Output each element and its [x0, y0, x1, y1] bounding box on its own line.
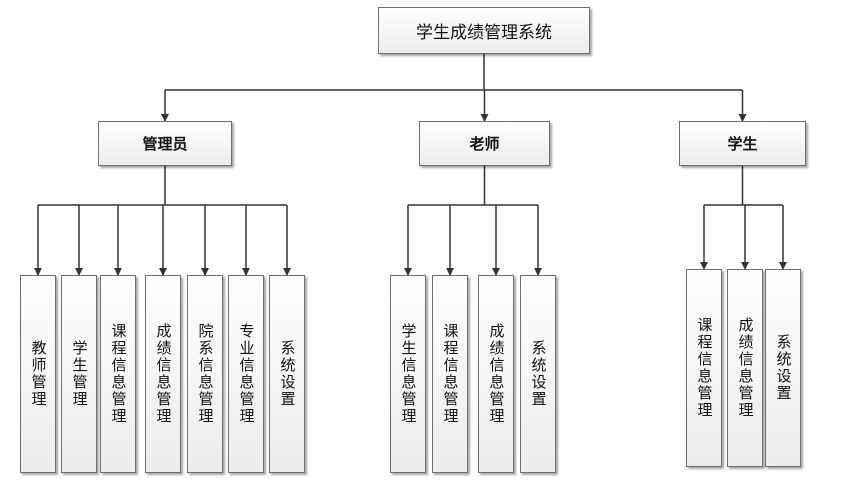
module-box: 课程信息管理 — [686, 269, 722, 467]
module-box: 院系信息管理 — [187, 275, 223, 473]
module-box: 课程信息管理 — [100, 275, 136, 473]
module-label: 系统设置 — [529, 340, 548, 408]
module-label: 学生管理 — [70, 340, 89, 408]
module-box: 成绩信息管理 — [727, 269, 763, 467]
module-box: 系统设置 — [520, 275, 556, 473]
module-label: 系统设置 — [774, 334, 793, 402]
module-label: 专业信息管理 — [237, 323, 256, 425]
role-label-admin: 管理员 — [142, 135, 188, 153]
role-label-student: 学生 — [727, 135, 758, 153]
role-box-teacher: 老师 — [419, 121, 550, 166]
module-label: 教师管理 — [29, 340, 48, 408]
module-label: 院系信息管理 — [196, 323, 215, 425]
module-box: 专业信息管理 — [228, 275, 264, 473]
module-label: 课程信息管理 — [441, 323, 460, 425]
module-box: 学生管理 — [61, 275, 97, 473]
module-label: 系统设置 — [278, 340, 297, 408]
module-box: 课程信息管理 — [432, 275, 468, 473]
module-box: 教师管理 — [20, 275, 56, 473]
module-label: 成绩信息管理 — [487, 323, 506, 425]
module-box: 成绩信息管理 — [478, 275, 514, 473]
module-box: 成绩信息管理 — [145, 275, 181, 473]
role-box-admin: 管理员 — [98, 121, 232, 166]
role-box-student: 学生 — [679, 121, 806, 166]
module-label: 课程信息管理 — [109, 323, 128, 425]
module-box: 系统设置 — [269, 275, 305, 473]
system-title-box: 学生成绩管理系统 — [378, 7, 590, 54]
system-title: 学生成绩管理系统 — [416, 23, 552, 43]
module-label: 课程信息管理 — [695, 317, 714, 419]
module-label: 成绩信息管理 — [736, 317, 755, 419]
module-box: 学生信息管理 — [390, 275, 426, 473]
module-label: 成绩信息管理 — [154, 323, 173, 425]
module-box: 系统设置 — [765, 269, 801, 467]
module-label: 学生信息管理 — [399, 323, 418, 425]
role-label-teacher: 老师 — [469, 135, 500, 153]
